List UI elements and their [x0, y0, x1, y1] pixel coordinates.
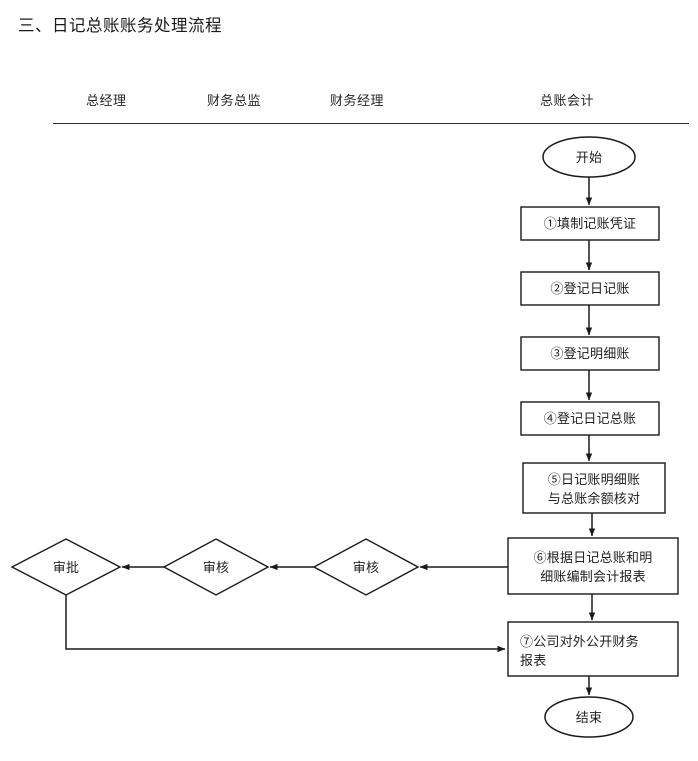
node-step3	[520, 336, 660, 371]
node-end-label: 结束	[575, 710, 603, 725]
lane-header-finance-manager: 财务经理	[330, 93, 385, 108]
lane-header-general-ledger-accountant: 总账会计	[540, 93, 595, 108]
connector-group	[65, 177, 596, 696]
node-step2-label: ②登记日记账	[550, 281, 630, 296]
node-review-finance-director	[162, 538, 270, 596]
node-step6-label: ⑥根据日记总账和明 细账编制会计报表	[533, 550, 653, 584]
lane-header-divider	[53, 123, 689, 124]
node-review-finance-director-label: 审核	[202, 560, 230, 575]
node-end	[544, 696, 634, 738]
node-approve-general-manager-label: 审批	[52, 560, 80, 575]
node-step1	[520, 206, 660, 241]
node-step4-label: ④登记日记总账	[543, 411, 637, 426]
node-review-finance-manager	[312, 538, 420, 596]
node-step4	[520, 401, 660, 436]
node-step6	[507, 537, 679, 595]
node-approve-general-manager	[10, 538, 122, 596]
node-review-finance-manager-label: 审核	[352, 560, 380, 575]
lane-header-finance-director: 财务总监	[207, 93, 262, 108]
lane-header-general-manager: 总经理	[86, 93, 127, 108]
node-step5	[522, 462, 666, 514]
node-start	[542, 136, 636, 178]
node-step7-label: ⑦公司对外公开财务 报表	[520, 634, 639, 668]
page-title: 三、日记总账账务处理流程	[18, 16, 222, 35]
node-step2	[520, 271, 660, 306]
edge-approve-gm-to-step7	[65, 595, 506, 653]
node-step5-label: ⑤日记账明细账 与总账余额核对	[547, 472, 641, 506]
node-step7	[507, 621, 679, 677]
node-start-label: 开始	[575, 150, 603, 165]
node-step1-label: ①填制记账凭证	[543, 216, 637, 231]
node-step3-label: ③登记明细账	[550, 346, 630, 361]
